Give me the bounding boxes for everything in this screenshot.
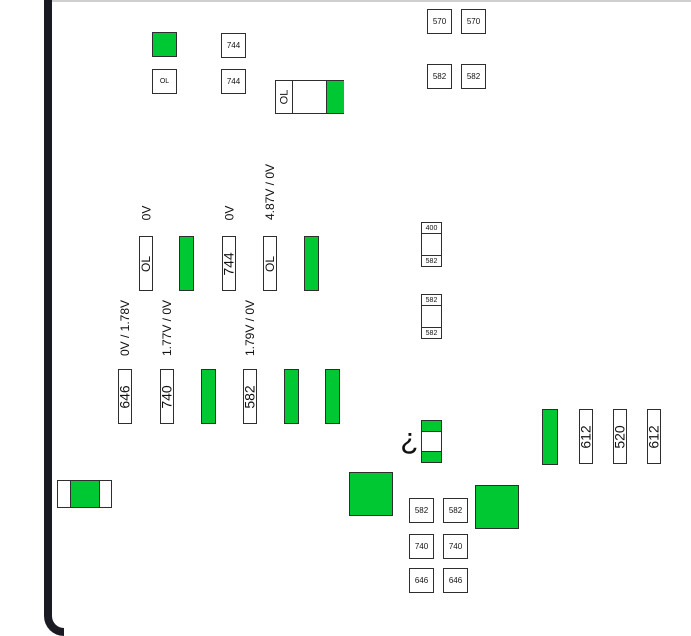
stacked-component-582-582[interactable]: 582 582 bbox=[421, 294, 442, 339]
segment-label: 582 bbox=[422, 255, 441, 266]
ol-component[interactable]: OL bbox=[139, 236, 153, 291]
value-component-612[interactable]: 612 bbox=[578, 409, 594, 464]
green-component[interactable] bbox=[201, 369, 216, 424]
value-pad-582[interactable]: 582 bbox=[427, 64, 452, 89]
value-component-744[interactable]: 744 bbox=[221, 236, 237, 291]
partial-green-component[interactable] bbox=[421, 420, 442, 463]
value-component-612[interactable]: 612 bbox=[646, 409, 662, 464]
large-green-pad[interactable] bbox=[349, 472, 393, 516]
value-pad-582[interactable]: 582 bbox=[461, 64, 486, 89]
value-component-520[interactable]: 520 bbox=[612, 409, 628, 464]
ol-pad[interactable]: OL bbox=[152, 69, 177, 94]
value-pad-646[interactable]: 646 bbox=[409, 568, 434, 593]
ol-label-cell: OL bbox=[276, 81, 293, 113]
voltage-label: 1.77V / 0V bbox=[160, 299, 175, 357]
ol-component[interactable]: OL bbox=[263, 236, 277, 291]
value-component-740[interactable]: 740 bbox=[159, 369, 175, 424]
horizontal-green-component[interactable] bbox=[57, 480, 112, 508]
voltage-label: 1.79V / 0V bbox=[243, 299, 258, 357]
segment-label: 582 bbox=[422, 327, 441, 338]
green-component[interactable] bbox=[179, 236, 194, 291]
voltage-label: 4.87V / 0V bbox=[263, 163, 278, 221]
value-pad-740[interactable]: 740 bbox=[409, 534, 434, 559]
green-top-cap bbox=[422, 421, 441, 432]
value-pad-744[interactable]: 744 bbox=[221, 33, 246, 58]
value-pad-740[interactable]: 740 bbox=[443, 534, 468, 559]
stacked-component-400-582[interactable]: 400 582 bbox=[421, 222, 442, 267]
voltage-label: 0V bbox=[222, 205, 236, 221]
component-ol-horizontal[interactable]: OL bbox=[275, 80, 344, 114]
board-top-edge bbox=[50, 0, 691, 2]
board-outline-edge bbox=[44, 0, 64, 636]
value-pad-570[interactable]: 570 bbox=[461, 9, 486, 34]
green-component[interactable] bbox=[284, 369, 299, 424]
green-bottom-cap bbox=[422, 451, 441, 462]
value-pad-570[interactable]: 570 bbox=[427, 9, 452, 34]
value-pad-582[interactable]: 582 bbox=[443, 498, 468, 523]
green-pad[interactable] bbox=[152, 32, 177, 57]
value-component-582[interactable]: 582 bbox=[242, 369, 258, 424]
segment-label: 582 bbox=[422, 295, 441, 306]
unknown-component-question-mark: ? bbox=[400, 426, 418, 459]
value-pad-744[interactable]: 744 bbox=[221, 69, 246, 94]
green-component[interactable] bbox=[542, 409, 558, 465]
large-green-pad[interactable] bbox=[475, 485, 519, 529]
value-pad-646[interactable]: 646 bbox=[443, 568, 468, 593]
voltage-label: 0V / 1.78V bbox=[118, 299, 133, 357]
value-pad-582[interactable]: 582 bbox=[409, 498, 434, 523]
green-end-cap bbox=[326, 81, 344, 113]
segment-label: 400 bbox=[422, 223, 441, 234]
voltage-label: 0V bbox=[139, 205, 153, 221]
value-component-646[interactable]: 646 bbox=[117, 369, 133, 424]
green-component[interactable] bbox=[304, 236, 319, 291]
green-component[interactable] bbox=[325, 369, 340, 424]
green-center bbox=[70, 481, 100, 507]
